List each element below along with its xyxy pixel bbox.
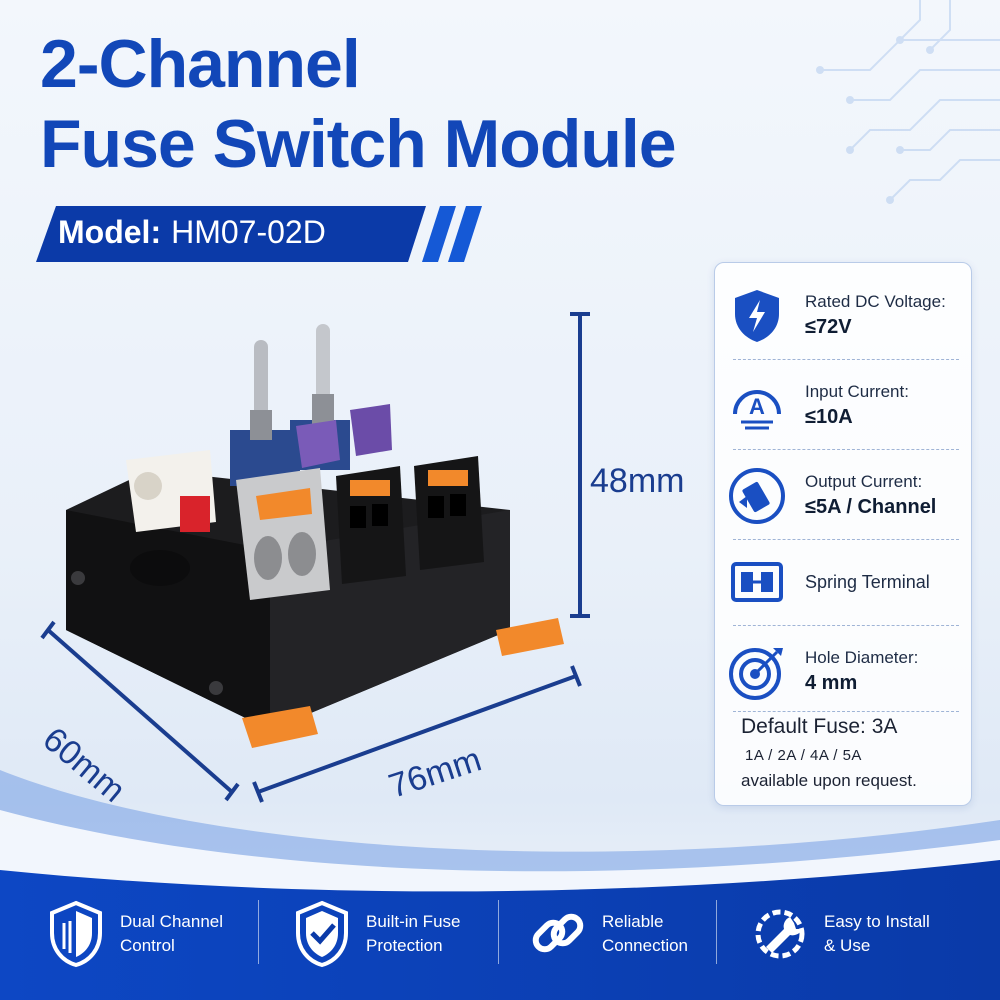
dimension-lines [40, 312, 590, 803]
fuse-output-icon [729, 468, 785, 524]
spec-hole-diameter: Hole Diameter: 4 mm [727, 629, 963, 715]
spec-label: Input Current: [805, 382, 909, 401]
model-banner [36, 206, 482, 262]
bottom-wave [0, 770, 1000, 1000]
spec-output-current: Output Current: ≤5A / Channel [727, 453, 963, 539]
feature-dual-channel: Dual Channel Control [46, 894, 223, 974]
feature-fuse-protection: Built-in Fuse Protection [292, 894, 460, 974]
spec-label: Output Current: [805, 472, 923, 491]
model-label-group: Model:HM07-02D [58, 212, 326, 252]
shield-check-icon [296, 900, 348, 968]
wrench-gear-icon [755, 909, 805, 959]
feature-line-1: Easy to Install [824, 912, 930, 931]
spec-label: Rated DC Voltage: [805, 292, 946, 311]
feature-reliable-connection: Reliable Connection [528, 894, 688, 974]
model-value: HM07-02D [171, 214, 326, 250]
feature-line-2: Control [120, 936, 175, 955]
feature-line-2: & Use [824, 936, 871, 955]
feature-bar: Dual Channel Control Built-in Fuse Prote… [0, 880, 1000, 990]
feature-line-1: Dual Channel [120, 912, 224, 931]
spec-value: ≤10A [805, 406, 853, 428]
feature-line-2: Connection [602, 936, 689, 955]
spec-value: 4 mm [805, 672, 858, 694]
page-title: 2-Channel Fuse Switch Module [40, 26, 677, 182]
fuse-note: available upon request. [741, 771, 917, 790]
feature-line-1: Built-in Fuse [366, 912, 461, 931]
feature-line-2: Protection [366, 936, 443, 955]
target-hole-icon [729, 648, 783, 700]
default-fuse: Default Fuse: 3A [741, 715, 898, 738]
spec-card: Rated DC Voltage: ≤72V A Input Current: … [714, 262, 972, 806]
spring-terminal-icon [731, 562, 783, 602]
spec-label: Spring Terminal [805, 572, 930, 592]
shield-lines-icon [50, 900, 102, 968]
title-line-1: 2-Channel [40, 26, 361, 102]
spec-label: Hole Diameter: [805, 648, 919, 667]
height-dimension: 48mm [590, 462, 685, 500]
feature-easy-install: Easy to Install & Use [750, 894, 930, 974]
product-illustration [40, 312, 590, 803]
ampere-meter-icon: A [733, 390, 781, 430]
feature-line-1: Reliable [602, 912, 664, 931]
chain-link-icon [532, 913, 584, 953]
lightning-shield-icon [735, 290, 779, 342]
spec-value: ≤5A / Channel [805, 496, 937, 518]
spec-value: ≤72V [805, 316, 852, 338]
title-line-2: Fuse Switch Module [40, 106, 677, 182]
model-label: Model: [58, 214, 162, 250]
spec-input-current: A Input Current: ≤10A [727, 363, 963, 449]
fuse-options: 1A / 2A / 4A / 5A [745, 747, 862, 764]
spec-spring-terminal: Spring Terminal [727, 539, 963, 625]
circuit-pattern [816, 0, 1000, 204]
svg-text:A: A [749, 394, 765, 419]
spec-rated-voltage: Rated DC Voltage: ≤72V [727, 273, 963, 359]
